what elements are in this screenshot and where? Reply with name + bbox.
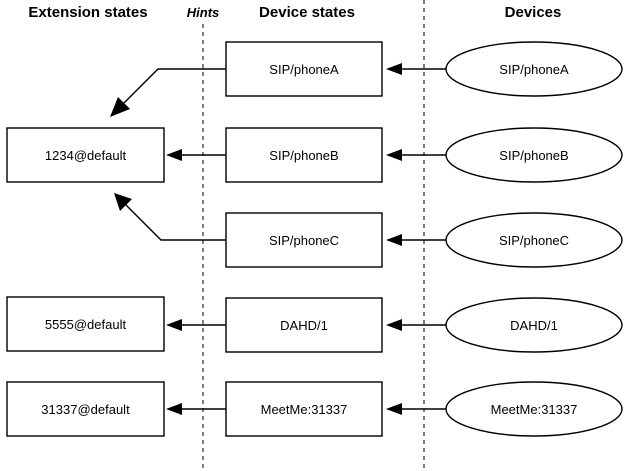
connector-phoneC-to-1234	[125, 204, 226, 241]
device-label: SIP/phoneC	[499, 233, 569, 248]
arrowhead	[114, 193, 132, 211]
device-state-label: SIP/phoneA	[269, 62, 339, 77]
device-ellipse-meetme	[445, 381, 623, 437]
extension-box-5555	[6, 296, 165, 352]
connector-phoneA-to-1234	[123, 68, 226, 104]
header-device-states: Device states	[259, 4, 355, 21]
extension-label: 5555@default	[45, 317, 127, 332]
extension-label: 31337@default	[41, 402, 130, 417]
device-label: MeetMe:31337	[491, 402, 578, 417]
arrowhead	[386, 403, 402, 415]
device-state-label: DAHD/1	[280, 318, 328, 333]
extension-box-1234	[6, 127, 165, 183]
device-state-box-phoneA	[225, 41, 383, 97]
arrowhead	[110, 97, 130, 117]
device-ellipse-phoneB	[445, 127, 623, 183]
device-state-box-dahd	[225, 297, 383, 353]
device-ellipse-phoneA	[445, 41, 623, 97]
device-state-label: SIP/phoneC	[269, 233, 339, 248]
header-devices: Devices	[505, 4, 562, 21]
device-state-box-phoneC	[225, 212, 383, 268]
arrowhead	[166, 149, 182, 161]
arrowhead	[386, 63, 402, 75]
header-hints: Hints	[187, 5, 220, 20]
extension-label: 1234@default	[45, 148, 127, 163]
arrowhead	[166, 403, 182, 415]
device-state-box-phoneB	[225, 127, 383, 183]
arrowhead	[386, 234, 402, 246]
extension-box-31337	[6, 381, 165, 437]
device-state-box-meetme	[225, 381, 383, 437]
arrowhead	[386, 319, 402, 331]
device-ellipse-dahd	[445, 297, 623, 353]
arrowhead	[166, 319, 182, 331]
arrowhead	[386, 149, 402, 161]
device-label: SIP/phoneB	[499, 148, 568, 163]
device-ellipse-phoneC	[445, 212, 623, 268]
device-state-label: SIP/phoneB	[269, 148, 338, 163]
device-state-label: MeetMe:31337	[261, 402, 348, 417]
header-extension-states: Extension states	[28, 4, 147, 21]
device-label: DAHD/1	[510, 318, 558, 333]
device-label: SIP/phoneA	[499, 62, 569, 77]
